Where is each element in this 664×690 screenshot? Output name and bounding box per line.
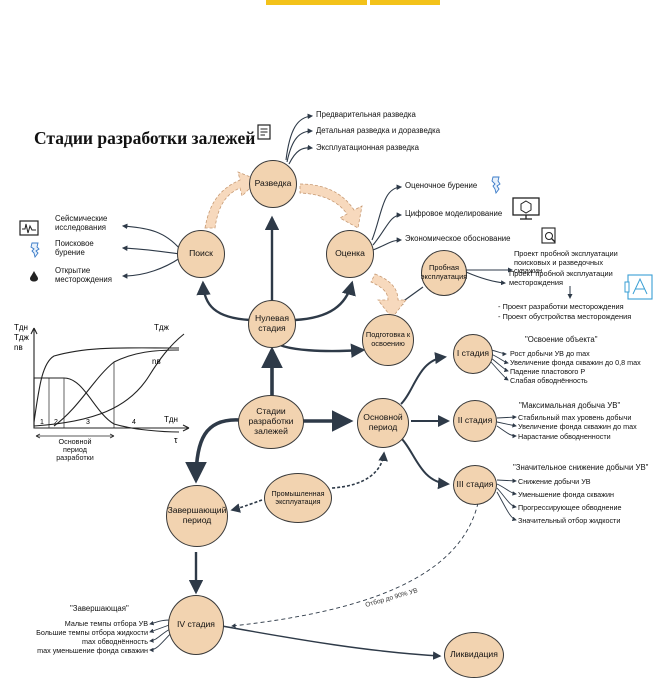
stage-1: 1: [40, 419, 44, 426]
arrow-stadii-to-zavershayushchiy: [185, 418, 241, 484]
node-probnaya[interactable]: Пробная эксплуатация: [421, 250, 467, 296]
stage-4-item-2: Большие темпы отбора жидкости: [36, 628, 148, 637]
oil-drop-icon: [30, 271, 38, 282]
razvedka-item-3: Эксплуатационная разведка: [316, 143, 419, 152]
probnaya-item-1: Проект пробной эксплуатации поисковых и …: [514, 249, 618, 276]
node-stage-1[interactable]: I стадия: [453, 334, 493, 374]
stage-2-quote: "Максимальная добыча УВ": [519, 401, 621, 410]
curve-tdzh: [33, 333, 185, 427]
poisk-item-2: Поисковое бурение: [55, 239, 94, 257]
stage-3-item-2: Уменьшение фонда скважин: [518, 490, 614, 499]
node-stadii[interactable]: Стадии разработки залежей: [238, 395, 304, 449]
ocenka-item-3: Экономическое обоснование: [405, 234, 511, 243]
stage-1-item-3: Падение пластового Р: [510, 367, 586, 376]
node-nulevaya[interactable]: Нулевая стадия: [248, 300, 296, 348]
node-podgotovka[interactable]: Подготовка к освоению: [362, 314, 414, 366]
drill-icon-ocenka: [491, 176, 501, 194]
ocenka-item-1: Оценочное бурение: [405, 181, 478, 190]
economics-icon: [541, 227, 556, 244]
stage-2-item-3: Нарастание обводненности: [518, 432, 611, 441]
stage-3: 3: [86, 419, 90, 426]
node-osnovnoi[interactable]: Основной период: [357, 398, 409, 448]
curve-tdn: [33, 347, 180, 423]
stage-4-item-3: max обводнённость: [82, 637, 148, 646]
stage-1-item-1: Рост добычи УВ до max: [510, 349, 590, 358]
podgotovka-item-1: - Проект разработки месторождения: [498, 302, 624, 311]
graph-period-label: Основной период разработки: [56, 437, 94, 462]
drill-icon: [30, 242, 40, 258]
digital-model-icon: [512, 197, 540, 220]
node-likvidaciya[interactable]: Ликвидация: [444, 632, 504, 678]
header-tab-right[interactable]: [370, 0, 440, 5]
y-label-tdzh: Tдж: [14, 333, 30, 342]
stage-4-quote: "Завершающая": [70, 604, 129, 613]
node-razvedka[interactable]: Разведка: [249, 160, 297, 208]
probnaya-item-2: Проект пробной эксплуатации месторождени…: [509, 269, 613, 287]
blueprint-icon: [624, 274, 653, 300]
diagram-title: Стадии разработки залежей: [34, 128, 256, 148]
production-graph: Tдн Tдж nв Tдж nв Tдн τ 1 2 3 4: [14, 323, 190, 445]
podgotovka-item-2: - Проект обустройства месторождения: [498, 312, 632, 321]
poisk-item-3: Открытие месторождения: [55, 266, 112, 284]
node-stage-4[interactable]: IV стадия: [168, 595, 224, 655]
stage-4-item-4: max уменьшение фонда скважин: [37, 646, 148, 655]
node-ocenka[interactable]: Оценка: [326, 230, 374, 278]
razvedka-item-1: Предварительная разведка: [316, 110, 416, 119]
stage-3-item-3: Прогрессирующее обводнение: [518, 503, 622, 512]
razvedka-item-2: Детальная разведка и доразведка: [316, 126, 441, 135]
stage-4-item-1: Малые темпы отбора УВ: [64, 619, 148, 628]
ocenka-item-2: Цифровое моделирование: [405, 209, 503, 218]
curve-label-tdzh: Tдж: [154, 323, 170, 332]
node-poisk[interactable]: Поиск: [177, 230, 225, 278]
document-icon: [257, 124, 271, 140]
stage-2-item-2: Увеличение фонда скважин до max: [518, 422, 637, 431]
curve-label-tdn: Tдн: [164, 415, 178, 424]
poisk-item-1: Сейсмические исследования: [55, 214, 108, 232]
node-zavershayushchiy[interactable]: Завершающий период: [166, 485, 228, 547]
stage-1-item-4: Слабая обводнённость: [510, 376, 588, 385]
y-label-tdn: Tдн: [14, 323, 28, 332]
stage-3-quote: "Значительное снижение добычи УВ": [513, 463, 649, 472]
stage-2: 2: [54, 419, 58, 426]
x-label-tau: τ: [174, 435, 178, 445]
node-promyshlennaya[interactable]: Промышленная эксплуатация: [264, 473, 332, 523]
curve-label-nv: nв: [152, 357, 161, 366]
seismic-icon: [19, 220, 39, 236]
dashed-arrow-razvedka-ocenka: [299, 183, 363, 229]
stage-3-item-4: Значительный отбор жидкости: [518, 516, 621, 525]
stage-3-item-1: Снижение добычи УВ: [518, 477, 591, 486]
y-label-nv: nв: [14, 343, 23, 352]
stage-1-item-2: Увеличение фонда скважин до 0,8 max: [510, 358, 641, 367]
stage-4: 4: [132, 419, 136, 426]
arrow-zero-to-ocenka: [294, 280, 356, 322]
header-tab-left[interactable]: [266, 0, 367, 5]
stage-1-quote: "Освоение объекта": [525, 335, 598, 344]
arrow-zero-to-poisk: [196, 280, 251, 322]
stage-2-item-1: Стабильный max уровень добычи: [518, 413, 632, 422]
node-stage-3[interactable]: III стадия: [453, 465, 497, 505]
node-stage-2[interactable]: II стадия: [453, 400, 497, 442]
dashed-arrow-ocenka-podgotovka: [370, 273, 407, 319]
